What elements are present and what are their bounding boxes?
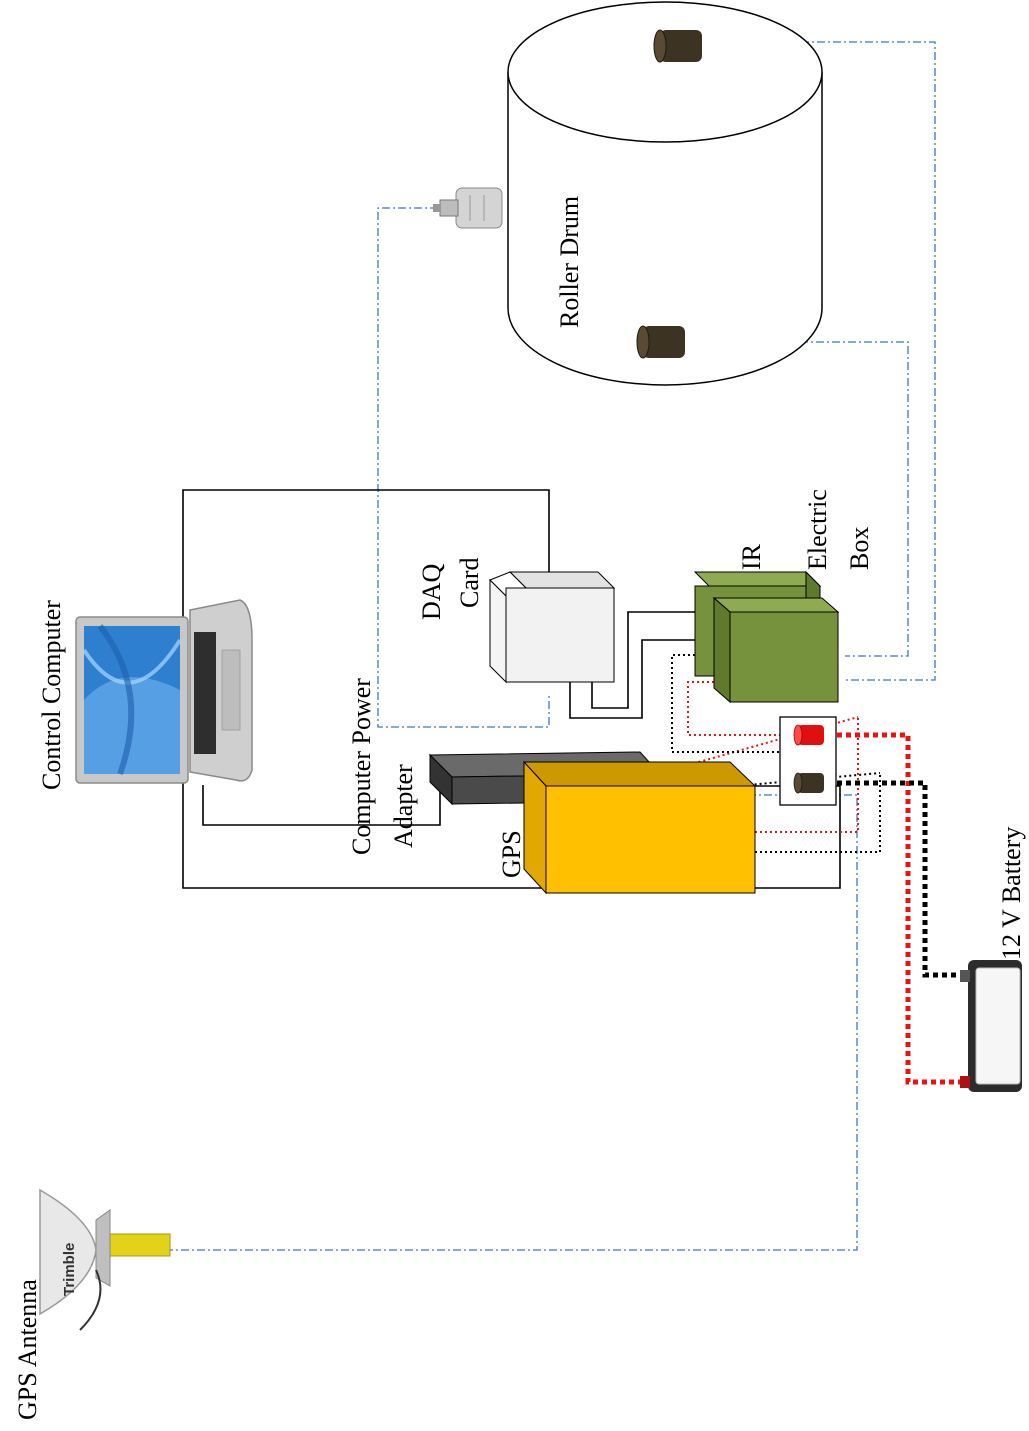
ir-neg-wire (671, 654, 788, 753)
battery-pos-wire (828, 732, 965, 1085)
gps-antenna-label: GPS Antenna (13, 1279, 42, 1420)
control-computer-label: Control Computer (37, 600, 66, 790)
adapter-label-line1: Computer Power (347, 678, 376, 855)
adapter-computer-cable (202, 785, 441, 826)
gps-antenna-icon: Trimble (39, 1188, 171, 1331)
antenna-signal-line (165, 794, 858, 1251)
negative-terminal-icon (793, 772, 824, 794)
accelerometer-icon (433, 187, 503, 229)
adapter-label-line2: Adapter (389, 764, 418, 848)
gps-receiver (522, 760, 757, 895)
signal-lines (165, 41, 936, 1251)
terminal-block (779, 716, 837, 806)
daq-label-line2: Card (455, 557, 484, 608)
positive-terminal-icon (793, 724, 824, 746)
battery-icon (960, 960, 1022, 1092)
lower-sensor-icon (636, 325, 685, 359)
lower-sensor-line (688, 341, 909, 657)
electric-box-label-line1: Electric (803, 489, 832, 570)
gps-neg-wire (755, 773, 881, 853)
roller-drum: Roller Drum (507, 1, 823, 386)
antenna-brand-label: Trimble (61, 1243, 78, 1296)
ir-label: IR (737, 543, 766, 570)
daq-ir-cable-1 (569, 639, 700, 719)
daq-card (489, 571, 616, 684)
electric-box-label-line2: Box (845, 527, 874, 570)
upper-sensor-line (705, 41, 936, 681)
upper-sensor-icon (653, 29, 702, 63)
battery-label: 12 V Battery (997, 827, 1026, 960)
battery-neg-wire (828, 780, 965, 978)
electric-box (712, 596, 840, 704)
accel-signal-line (377, 207, 550, 728)
gps-label: GPS (497, 830, 526, 878)
roller-drum-label: Roller Drum (555, 196, 584, 328)
daq-computer-cable (182, 489, 550, 625)
daq-ir-cable-2 (591, 611, 700, 709)
daq-label-line1: DAQ (417, 563, 446, 620)
laptop-icon (75, 599, 253, 784)
